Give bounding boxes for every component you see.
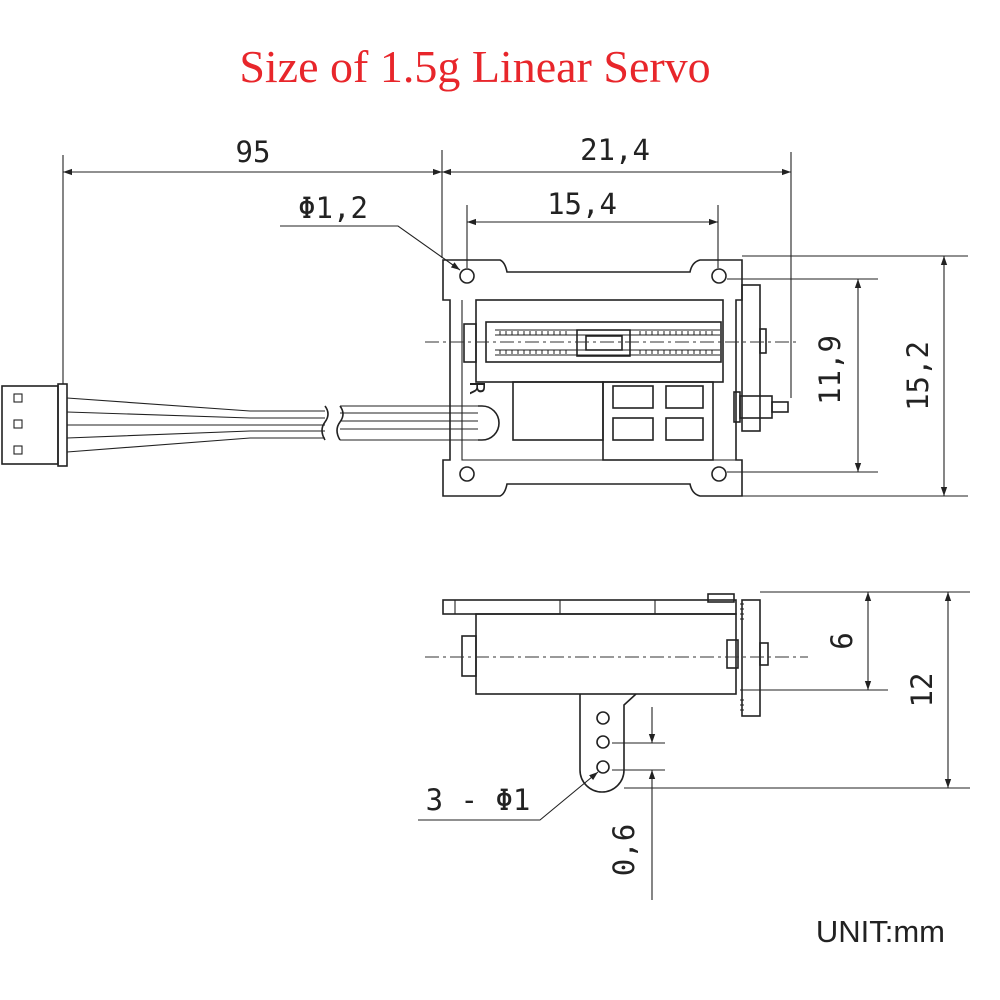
- connector-plug: [1, 383, 68, 467]
- leader-hole-diameter-label: Φ1,2: [298, 191, 368, 225]
- dim-overall-width-label: 15,2: [901, 341, 935, 411]
- dim-slider-height: 6: [740, 591, 888, 691]
- side-top-plate: [442, 593, 737, 615]
- leader-arm-holes: 3 - Φ1: [418, 771, 599, 821]
- side-housing: [461, 613, 739, 695]
- dim-hole-spacing-label: 15,4: [547, 187, 617, 221]
- r-marking: R: [465, 381, 489, 395]
- dim-hole-pitch-label: 0,6: [607, 824, 641, 876]
- leader-arm-holes-label: 3 - Φ1: [426, 783, 531, 817]
- dim-overall-width: 15,2: [742, 255, 968, 497]
- unit-label: UNIT:mm: [816, 914, 945, 949]
- dim-cable-length-label: 95: [236, 135, 271, 169]
- dim-cable-length: 95: [62, 135, 443, 384]
- dim-overall-height: 12: [624, 591, 970, 789]
- dim-overall-length: 21,4: [442, 133, 792, 398]
- side-view: 6 12 0,6 3 - Φ1: [418, 591, 970, 900]
- leader-hole-diameter: Φ1,2: [280, 191, 461, 271]
- drawing-title: Size of 1.5g Linear Servo: [239, 41, 710, 92]
- output-end-plate: [733, 284, 789, 432]
- cable-wires: [66, 397, 478, 453]
- dim-overall-length-label: 21,4: [580, 133, 650, 167]
- motor-block: [512, 381, 714, 461]
- dim-hole-spacing-vertical-label: 11,9: [813, 335, 847, 405]
- top-view: R 95 21,4 15,4 Φ1,2: [1, 133, 968, 497]
- mounting-holes: [459, 268, 727, 482]
- cable-entry: [478, 405, 500, 441]
- dim-slider-height-label: 6: [825, 632, 859, 649]
- dim-hole-spacing: 15,4: [466, 187, 719, 268]
- side-end-plate: [740, 599, 769, 717]
- dim-overall-height-label: 12: [905, 673, 939, 708]
- side-linkage-arm: [579, 693, 637, 793]
- slider-housing: [463, 299, 724, 383]
- dim-hole-pitch: 0,6: [607, 707, 665, 900]
- dim-hole-spacing-vertical: 11,9: [727, 278, 878, 473]
